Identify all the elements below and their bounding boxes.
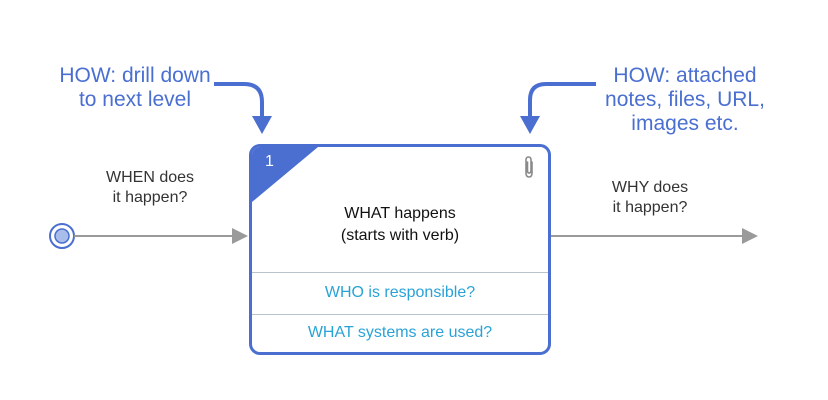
how-left-line-2: to next level bbox=[78, 88, 192, 111]
paperclip-icon[interactable] bbox=[522, 155, 536, 184]
how-right-line-3: images etc. bbox=[631, 112, 739, 135]
how-left-callout-arrow bbox=[214, 82, 264, 118]
how-right-callout-arrow bbox=[528, 82, 596, 118]
outgoing-flow-arrowhead bbox=[742, 228, 758, 244]
systems-used-link[interactable]: WHAT systems are used? bbox=[252, 314, 548, 352]
incoming-flow-arrowhead bbox=[232, 228, 248, 244]
why-line-1: WHY does bbox=[611, 179, 689, 196]
step-number: 1 bbox=[265, 153, 274, 170]
start-event-inner bbox=[54, 228, 70, 244]
why-annotation: WHY does it happen? bbox=[575, 178, 725, 218]
when-line-2: it happen? bbox=[112, 189, 188, 206]
why-line-2: it happen? bbox=[612, 199, 688, 216]
how-left-line-1: HOW: drill down bbox=[59, 64, 211, 87]
how-right-callout-arrowhead bbox=[520, 116, 540, 134]
how-drill-down-annotation: HOW: drill down to next level bbox=[35, 64, 235, 112]
when-annotation: WHEN does it happen? bbox=[70, 168, 230, 208]
who-responsible-link[interactable]: WHO is responsible? bbox=[252, 272, 548, 312]
what-line-2: (starts with verb) bbox=[340, 227, 460, 244]
step-number-corner bbox=[252, 147, 318, 202]
when-line-1: WHEN does bbox=[105, 169, 195, 186]
how-right-line-1: HOW: attached bbox=[613, 64, 757, 87]
process-step-box[interactable]: 1 WHAT happens (starts with verb) WHO is… bbox=[249, 144, 551, 355]
how-right-line-2: notes, files, URL, bbox=[605, 88, 765, 111]
what-line-1: WHAT happens bbox=[344, 205, 456, 222]
what-happens-text: WHAT happens (starts with verb) bbox=[252, 203, 548, 247]
how-attachments-annotation: HOW: attached notes, files, URL, images … bbox=[585, 64, 785, 136]
how-left-callout-arrowhead bbox=[252, 116, 272, 134]
